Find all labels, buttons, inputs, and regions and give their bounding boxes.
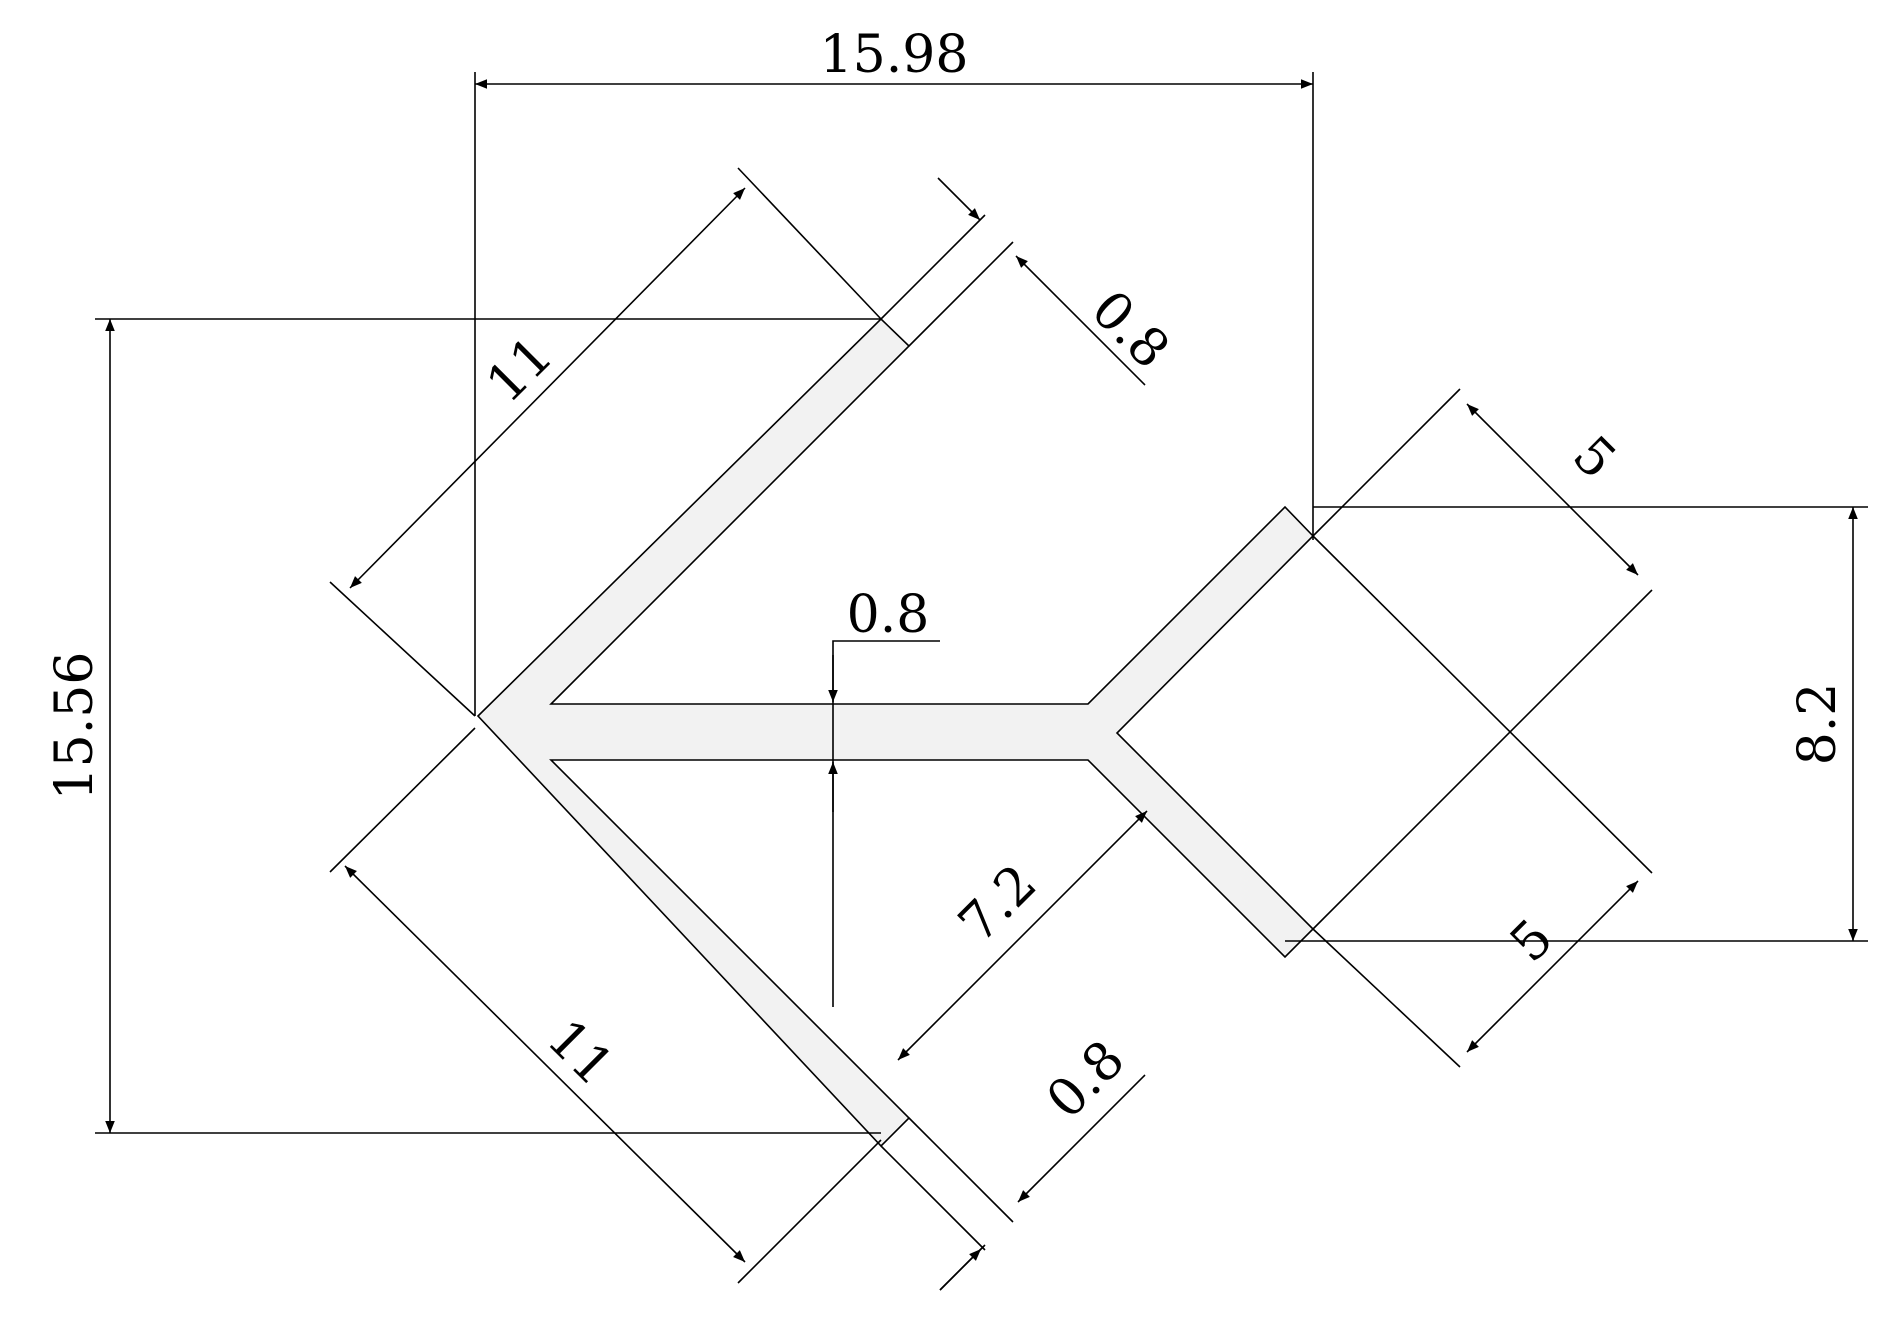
dim-line-right-upper xyxy=(1466,403,1639,576)
dimension-lines xyxy=(105,79,1858,1291)
dim-arrow-lower-thickness-b xyxy=(1017,1074,1146,1203)
dim-arrow-upper-thickness-b xyxy=(1015,255,1146,386)
label-lower-leg-thickness: 0.8 xyxy=(1036,1030,1137,1131)
dim-line-diagonal xyxy=(897,810,1148,1061)
web-thickness-leader xyxy=(832,640,940,1007)
label-web-thickness: 0.8 xyxy=(847,585,930,645)
dim-line-upper-leg xyxy=(349,187,746,589)
dim-arrow-lower-thickness-a-head xyxy=(939,1248,982,1291)
label-right-upper-length: 5 xyxy=(1561,425,1627,491)
profile-outline xyxy=(476,317,1315,1148)
dim-line-right-lower xyxy=(1466,880,1639,1053)
label-diagonal: 7.2 xyxy=(948,854,1049,955)
dim-arrow-upper-thickness-a xyxy=(937,177,981,221)
label-overall-height: 15.56 xyxy=(45,652,105,801)
dim-line-lower-leg xyxy=(344,865,746,1263)
label-upper-leg-length: 11 xyxy=(475,325,564,414)
label-overall-width: 15.98 xyxy=(820,25,969,85)
label-upper-leg-thickness: 0.8 xyxy=(1080,280,1181,381)
label-lower-leg-length: 11 xyxy=(535,1008,624,1097)
extension-lines xyxy=(95,72,1868,1284)
label-right-height: 8.2 xyxy=(1788,683,1848,766)
